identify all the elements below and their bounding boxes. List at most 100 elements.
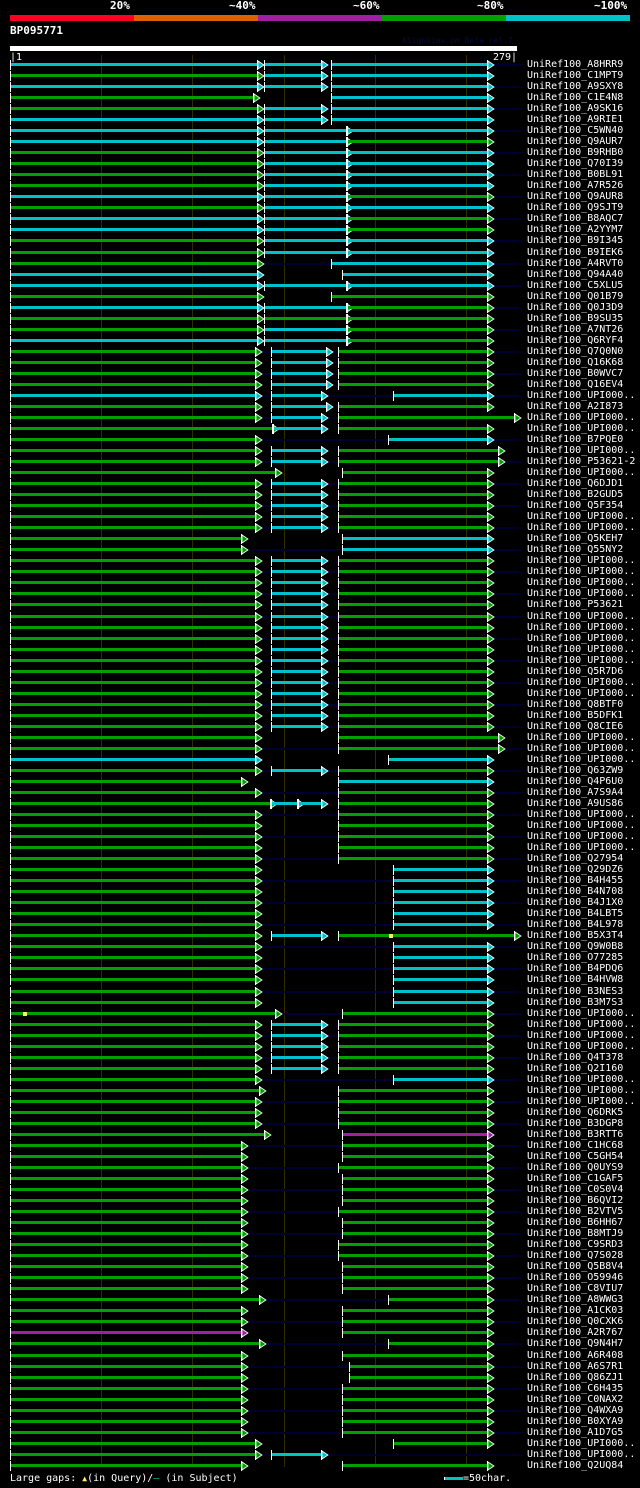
subject-label[interactable]: UniRef100_Q8BTF0 <box>527 698 624 710</box>
alignment-row[interactable]: UniRef100_UPI000.. <box>0 566 640 578</box>
subject-label[interactable]: UniRef100_UPI000.. <box>527 742 636 754</box>
subject-label[interactable]: UniRef100_UPI000.. <box>527 389 636 401</box>
subject-label[interactable]: UniRef100_O59946 <box>527 1272 624 1284</box>
alignment-row[interactable]: UniRef100_UPI000.. <box>0 742 640 755</box>
subject-label[interactable]: UniRef100_B3DGP8 <box>527 1117 624 1129</box>
subject-label[interactable]: UniRef100_C5XLU5 <box>527 279 624 291</box>
subject-label[interactable]: UniRef100_A6S7R1 <box>527 1360 624 1372</box>
alignment-row[interactable]: UniRef100_Q4T378 <box>0 1052 640 1064</box>
alignment-row[interactable]: UniRef100_Q55NY2 <box>0 544 640 556</box>
subject-label[interactable]: UniRef100_C5WN40 <box>527 125 624 137</box>
alignment-row[interactable]: UniRef100_UPI000.. <box>0 831 640 843</box>
alignment-row[interactable]: UniRef100_B5DFK1 <box>0 710 640 722</box>
subject-label[interactable]: UniRef100_B4J1X0 <box>527 897 624 909</box>
subject-label[interactable]: UniRef100_A1CK03 <box>527 1305 624 1317</box>
alignment-row[interactable]: UniRef100_B4J1X0 <box>0 897 640 909</box>
subject-label[interactable]: UniRef100_B4HVW8 <box>527 974 624 986</box>
alignment-row[interactable]: UniRef100_B3M7S3 <box>0 997 640 1009</box>
subject-label[interactable]: UniRef100_UPI000.. <box>527 643 636 655</box>
alignment-row[interactable]: UniRef100_C5XLU5 <box>0 279 640 292</box>
subject-label[interactable]: UniRef100_UPI000.. <box>527 687 636 699</box>
subject-label[interactable]: UniRef100_Q5R7D6 <box>527 665 624 677</box>
alignment-row[interactable]: UniRef100_Q9SJT9 <box>0 202 640 214</box>
subject-label[interactable]: UniRef100_P53621-2 <box>527 456 636 468</box>
alignment-row[interactable]: UniRef100_UPI000.. <box>0 732 640 744</box>
alignment-row[interactable]: UniRef100_C9SRD3 <box>0 1239 640 1251</box>
alignment-row[interactable]: UniRef100_C1GAF5 <box>0 1173 640 1185</box>
alignment-row[interactable]: UniRef100_Q4WXA9 <box>0 1404 640 1417</box>
subject-label[interactable]: UniRef100_Q2UQ84 <box>527 1459 624 1471</box>
alignment-row[interactable]: UniRef100_B9RHB0 <box>0 147 640 159</box>
alignment-row[interactable]: UniRef100_A9SXY8 <box>0 81 640 93</box>
alignment-row[interactable]: UniRef100_Q94A40 <box>0 268 640 281</box>
subject-label[interactable]: UniRef100_Q94A40 <box>527 268 624 280</box>
subject-label[interactable]: UniRef100_B5X3T4 <box>527 930 624 942</box>
subject-label[interactable]: UniRef100_Q2I160 <box>527 1062 624 1074</box>
alignment-row[interactable]: UniRef100_Q2I160 <box>0 1062 640 1075</box>
alignment-row[interactable]: UniRef100_UPI000.. <box>0 1074 640 1086</box>
alignment-row[interactable]: UniRef100_Q2UQ84 <box>0 1459 640 1472</box>
subject-label[interactable]: UniRef100_UPI000.. <box>527 467 636 479</box>
subject-label[interactable]: UniRef100_UPI000.. <box>527 1448 636 1460</box>
alignment-row[interactable]: UniRef100_C6H435 <box>0 1383 640 1395</box>
subject-label[interactable]: UniRef100_UPI000.. <box>527 654 636 666</box>
alignment-row[interactable]: UniRef100_UPI000.. <box>0 412 640 424</box>
alignment-row[interactable]: UniRef100_Q5R7D6 <box>0 665 640 678</box>
alignment-row[interactable]: UniRef100_UPI000.. <box>0 654 640 667</box>
alignment-row[interactable]: UniRef100_UPI000.. <box>0 1008 640 1020</box>
alignment-row[interactable]: UniRef100_UPI000.. <box>0 753 640 766</box>
alignment-row[interactable]: UniRef100_A8WWG3 <box>0 1294 640 1306</box>
alignment-row[interactable]: UniRef100_Q9AUR7 <box>0 136 640 148</box>
subject-label[interactable]: UniRef100_A2YYM7 <box>527 224 624 236</box>
alignment-row[interactable]: UniRef100_B6HH67 <box>0 1217 640 1229</box>
subject-label[interactable]: UniRef100_B9IEK6 <box>527 246 624 258</box>
subject-label[interactable]: UniRef100_UPI000.. <box>527 1095 636 1107</box>
subject-label[interactable]: UniRef100_A9RIE1 <box>527 114 624 126</box>
alignment-row[interactable]: UniRef100_UPI000.. <box>0 1041 640 1053</box>
alignment-row[interactable]: UniRef100_Q16K68 <box>0 357 640 369</box>
subject-label[interactable]: UniRef100_A9US86 <box>527 798 624 809</box>
subject-label[interactable]: UniRef100_C0S0V4 <box>527 1184 624 1196</box>
alignment-row[interactable]: UniRef100_B4N708 <box>0 886 640 898</box>
subject-label[interactable]: UniRef100_C1MPT9 <box>527 70 624 82</box>
alignment-row[interactable]: UniRef100_B2GUD5 <box>0 489 640 501</box>
alignment-row[interactable]: UniRef100_Q9W0B8 <box>0 941 640 953</box>
alignment-row[interactable]: UniRef100_UPI000.. <box>0 677 640 689</box>
subject-label[interactable]: UniRef100_UPI000.. <box>527 820 636 832</box>
alignment-row[interactable]: UniRef100_Q9AUR8 <box>0 191 640 203</box>
alignment-row[interactable]: UniRef100_Q5KEH7 <box>0 533 640 545</box>
subject-label[interactable]: UniRef100_B4PDQ6 <box>527 963 624 975</box>
alignment-row[interactable]: UniRef100_UPI000.. <box>0 1095 640 1108</box>
alignment-row[interactable]: UniRef100_UPI000.. <box>0 423 640 435</box>
alignment-row[interactable]: UniRef100_B4H455 <box>0 875 640 887</box>
subject-label[interactable]: UniRef100_Q27954 <box>527 853 624 865</box>
alignment-row[interactable]: UniRef100_B5X3T4 <box>0 930 640 942</box>
subject-label[interactable]: UniRef100_B9I345 <box>527 235 624 247</box>
subject-label[interactable]: UniRef100_A9SK16 <box>527 103 624 115</box>
subject-label[interactable]: UniRef100_UPI000.. <box>527 1437 636 1449</box>
subject-label[interactable]: UniRef100_UPI000.. <box>527 621 636 633</box>
alignment-row[interactable]: UniRef100_A9US86 <box>0 798 640 810</box>
subject-label[interactable]: UniRef100_UPI000.. <box>527 753 636 765</box>
alignment-row[interactable]: UniRef100_B0XYA9 <box>0 1416 640 1428</box>
alignment-row[interactable]: UniRef100_UPI000.. <box>0 611 640 623</box>
subject-label[interactable]: UniRef100_Q29DZ6 <box>527 864 624 876</box>
subject-label[interactable]: UniRef100_A8WWG3 <box>527 1294 624 1306</box>
alignment-row[interactable]: UniRef100_A1CK03 <box>0 1305 640 1317</box>
alignment-row[interactable]: UniRef100_B3NES3 <box>0 986 640 998</box>
alignment-row[interactable]: UniRef100_Q0CXK6 <box>0 1316 640 1328</box>
alignment-row[interactable]: UniRef100_Q70I39 <box>0 158 640 170</box>
alignment-row[interactable]: UniRef100_A2I873 <box>0 401 640 413</box>
alignment-row[interactable]: UniRef100_A2YYM7 <box>0 224 640 236</box>
alignment-row[interactable]: UniRef100_UPI000.. <box>0 809 640 821</box>
alignment-row[interactable]: UniRef100_Q6DRK5 <box>0 1107 640 1119</box>
subject-label[interactable]: UniRef100_Q7S028 <box>527 1250 624 1262</box>
subject-label[interactable]: UniRef100_B7PQE0 <box>527 434 624 446</box>
subject-label[interactable]: UniRef100_UPI000.. <box>527 842 636 854</box>
alignment-row[interactable]: UniRef100_UPI000.. <box>0 389 640 402</box>
subject-label[interactable]: UniRef100_Q4WXA9 <box>527 1404 624 1416</box>
alignment-row[interactable]: UniRef100_C0NAX2 <box>0 1394 640 1406</box>
alignment-row[interactable]: UniRef100_B8AQC7 <box>0 213 640 225</box>
subject-label[interactable]: UniRef100_B2VTV5 <box>527 1206 624 1218</box>
subject-label[interactable]: UniRef100_B8MTJ9 <box>527 1228 624 1240</box>
